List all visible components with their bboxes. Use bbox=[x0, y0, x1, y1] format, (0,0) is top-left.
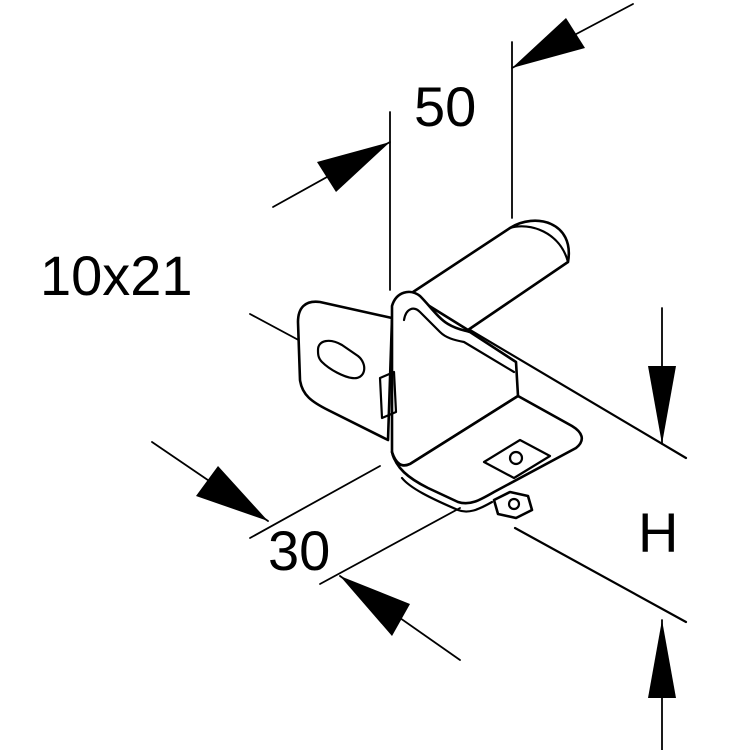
dimension-slot: 10x21 bbox=[40, 244, 333, 359]
dimension-30: 30 bbox=[151, 441, 461, 661]
screw-nut bbox=[492, 490, 534, 520]
plate-inner-edge bbox=[402, 307, 516, 374]
rail-edge-lower bbox=[513, 526, 688, 624]
slot-10x21 bbox=[316, 339, 366, 380]
foot-plate bbox=[390, 394, 584, 505]
extension-line-30-lower bbox=[319, 507, 461, 585]
dimension-label-30: 30 bbox=[268, 519, 330, 582]
extension-line-30-upper bbox=[249, 465, 381, 539]
tube-end-curve bbox=[508, 225, 570, 264]
dimension-label-h: H bbox=[638, 501, 678, 564]
rail-edge-upper bbox=[468, 328, 688, 460]
dimension-label-slot: 10x21 bbox=[40, 244, 193, 307]
dimension-50: 50 bbox=[272, 3, 634, 291]
arrowhead-h-lower bbox=[648, 620, 676, 698]
screw-head-top bbox=[508, 450, 524, 466]
slotted-flange bbox=[296, 300, 394, 442]
square-hole bbox=[482, 438, 552, 480]
dimension-label-50: 50 bbox=[414, 75, 476, 138]
arrowhead-50-left bbox=[317, 142, 390, 192]
dimension-h: H bbox=[638, 307, 678, 750]
arrowhead-h-upper bbox=[648, 366, 676, 444]
arrowhead-30-lower bbox=[340, 576, 410, 636]
arrowhead-30-upper bbox=[196, 466, 268, 521]
screw-washer bbox=[507, 497, 521, 511]
plate-small-slot bbox=[378, 370, 398, 420]
bracket-part bbox=[296, 219, 688, 624]
arrowhead-50-right bbox=[512, 18, 585, 68]
